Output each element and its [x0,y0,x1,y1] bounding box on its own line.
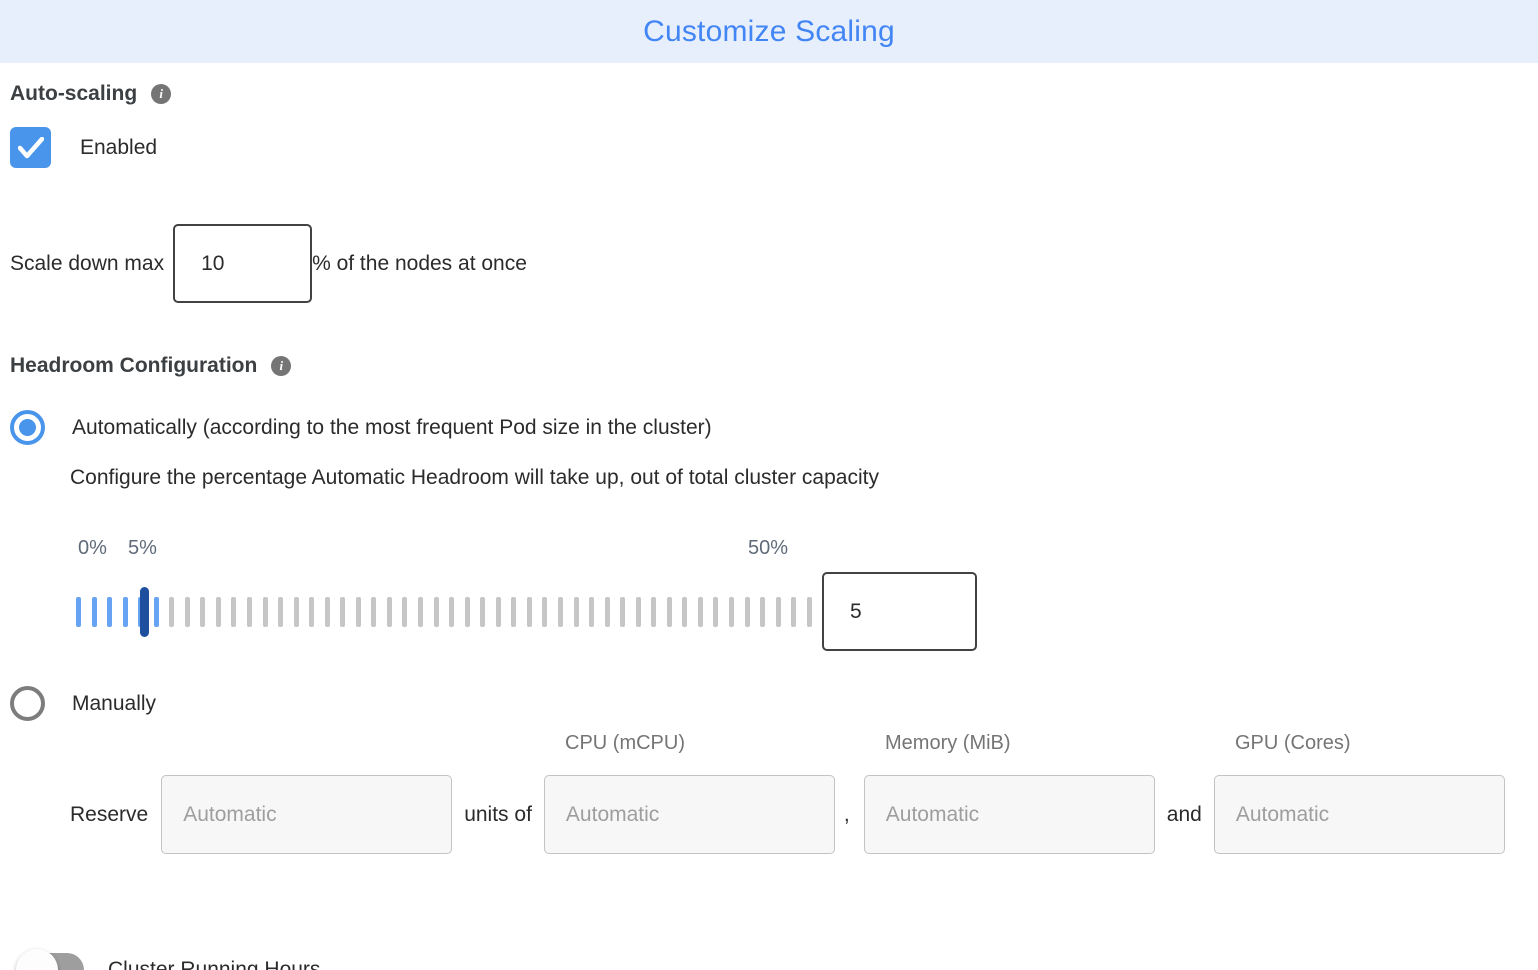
slider-tick [215,596,221,627]
slider-tick [231,596,237,627]
comma-separator: , [843,802,850,826]
slider-tick [247,596,253,627]
scale-down-max-input[interactable] [173,224,313,303]
reserve-memory-input[interactable] [863,775,1155,854]
memory-column-header: Memory (MiB) [885,732,1011,754]
headroom-section-header: Headroom Configuration i [10,354,1538,378]
slider-tick [355,596,361,627]
cpu-column-header: CPU (mCPU) [565,732,685,754]
slider-tick [464,596,470,627]
slider-tick [402,596,408,627]
slider-row [76,572,1538,651]
automatic-option-label: Automatically (according to the most fre… [72,415,712,439]
slider-tick [744,596,750,627]
cluster-running-hours-label: Cluster Running Hours [108,958,321,970]
slider-tick [697,596,703,627]
headroom-percentage-slider[interactable] [76,586,812,637]
cluster-running-hours-toggle[interactable] [16,949,84,970]
slider-tick [107,596,113,627]
manually-option-label: Manually [72,691,157,715]
slider-tick [480,596,486,627]
auto-scaling-section-header: Auto-scaling i [10,82,1538,106]
slider-tick [806,596,812,627]
slider-tick [153,596,159,627]
slider-tick [666,596,672,627]
reserve-label: Reserve [70,802,149,826]
radio-selected-dot [19,419,36,436]
auto-scaling-label: Auto-scaling [10,82,138,105]
headroom-manual-option: Manually [10,686,1538,721]
scale-down-row: Scale down max % of the nodes at once [10,224,1538,303]
slider-current-label: 5% [128,537,157,559]
slider-tick [682,596,688,627]
slider-tick [169,596,175,627]
slider-tick [371,596,377,627]
customize-scaling-panel: Auto-scaling i Enabled Scale down max % … [0,82,1538,970]
automatic-headroom-description: Configure the percentage Automatic Headr… [70,466,879,489]
slider-tick [309,596,315,627]
slider-tick [184,596,190,627]
slider-tick [91,596,97,627]
headroom-automatic-option: Automatically (according to the most fre… [10,410,1538,445]
slider-tick [340,596,346,627]
slider-tick [526,596,532,627]
slider-tick [573,596,579,627]
slider-tick [542,596,548,627]
auto-scaling-enabled-row: Enabled [10,127,1538,168]
slider-tick [122,596,128,627]
slider-tick [511,596,517,627]
slider-tick [557,596,563,627]
slider-tick [651,596,657,627]
scale-down-suffix-label: % of the nodes at once [312,251,527,275]
slider-tick [278,596,284,627]
scale-down-prefix-label: Scale down max [10,251,165,275]
slider-tick [433,596,439,627]
reserve-row: Reserve units of , and [10,775,1538,854]
info-icon[interactable]: i [151,84,172,104]
headroom-percentage-input[interactable] [822,572,977,651]
slider-tick [760,596,766,627]
headroom-slider-block: 0% 5% 50% [76,537,1538,651]
manually-radio-button[interactable] [10,686,45,721]
slider-tick [775,596,781,627]
slider-tick [713,596,719,627]
slider-tick [418,596,424,627]
slider-tick [449,596,455,627]
slider-tick [200,596,206,627]
slider-tick [495,596,501,627]
and-separator: and [1166,802,1202,826]
reserve-column-headers: CPU (mCPU) Memory (MiB) GPU (Cores) [10,732,1538,756]
slider-tick [620,596,626,627]
automatic-radio-button[interactable] [10,410,45,445]
slider-tick [324,596,330,627]
slider-tick [791,596,797,627]
slider-ticks [76,596,812,627]
reserve-gpu-input[interactable] [1213,775,1505,854]
enabled-label: Enabled [80,135,158,159]
slider-handle[interactable] [140,586,149,637]
slider-max-label: 50% [747,537,788,559]
info-icon[interactable]: i [271,356,292,376]
slider-tick [386,596,392,627]
headroom-configuration-label: Headroom Configuration [10,354,258,377]
slider-min-label: 0% [78,537,107,559]
units-of-label: units of [464,802,532,826]
slider-tick [262,596,268,627]
reserve-cpu-input[interactable] [543,775,835,854]
gpu-column-header: GPU (Cores) [1235,732,1351,754]
reserve-units-input[interactable] [161,775,453,854]
checkmark-icon [17,136,44,158]
slider-tick [293,596,299,627]
cluster-running-hours-row: Cluster Running Hours [10,949,1538,970]
slider-tick [635,596,641,627]
slider-tick [76,596,81,627]
slider-tick [728,596,734,627]
slider-tick [589,596,595,627]
page-title: Customize Scaling [643,14,895,48]
slider-tick [604,596,610,627]
dialog-header: Customize Scaling [0,0,1538,63]
auto-scaling-enabled-checkbox[interactable] [10,127,51,168]
slider-labels: 0% 5% 50% [76,537,812,562]
toggle-knob [16,949,58,970]
